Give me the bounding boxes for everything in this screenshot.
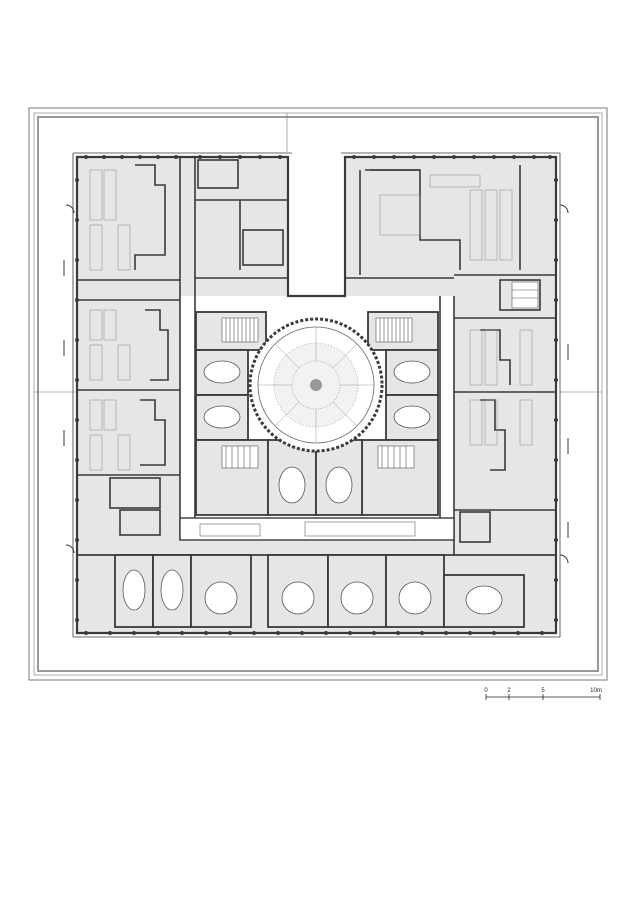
site-frame — [28, 107, 608, 681]
south-wing — [77, 517, 556, 628]
scale-tick-5: 5 — [541, 688, 545, 694]
scale-tick-2: 2 — [507, 688, 511, 694]
scale-tick-10m: 10m — [590, 688, 602, 694]
facade-columns — [75, 155, 558, 635]
stairs — [221, 281, 539, 469]
office-desks — [89, 169, 533, 471]
scale-tick-0: 0 — [484, 688, 488, 694]
exterior-walls — [72, 152, 561, 638]
meeting-tables — [203, 360, 431, 504]
facade-doors — [63, 204, 569, 564]
west-wing-walls — [77, 157, 196, 540]
scale-bar: 0 2 5 10m — [484, 688, 602, 700]
north-wing-walls — [195, 159, 521, 279]
central-rotunda — [248, 317, 384, 453]
